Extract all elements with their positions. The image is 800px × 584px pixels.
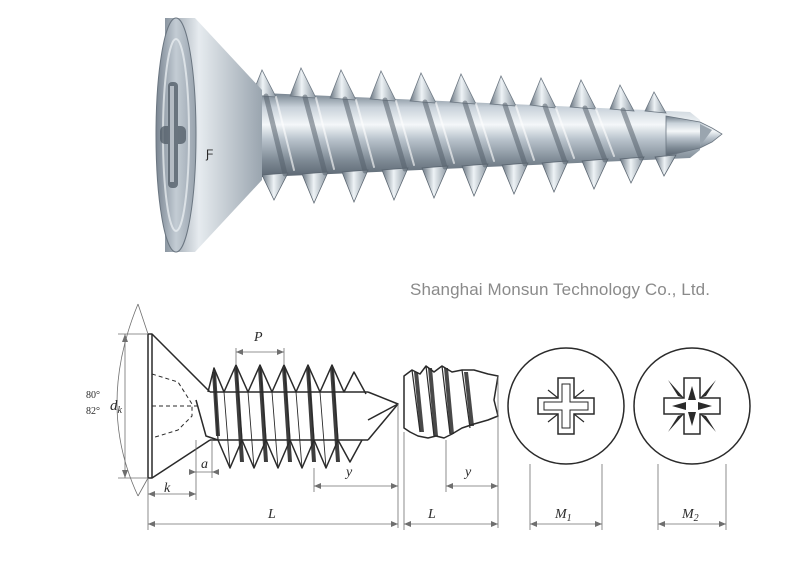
m1-label: M1 bbox=[554, 507, 572, 524]
L-label-right: L bbox=[427, 507, 436, 522]
dimension-arrows bbox=[122, 334, 726, 527]
L-label-left: L bbox=[267, 507, 276, 522]
k-label: k bbox=[164, 481, 171, 496]
angle-label-80: 80° bbox=[86, 390, 100, 401]
head-view-m1 bbox=[507, 347, 625, 465]
head-view-m2 bbox=[633, 347, 751, 465]
screw-photo: Ƒ bbox=[155, 17, 723, 253]
svg-text:Ƒ: Ƒ bbox=[205, 147, 213, 161]
a-label: a bbox=[201, 457, 208, 472]
screw-tip bbox=[665, 115, 723, 157]
pitch-label: P bbox=[253, 330, 263, 345]
drawing-lines bbox=[147, 333, 399, 479]
angle-label-82: 82° bbox=[86, 406, 100, 417]
thread-crests-top bbox=[251, 67, 667, 114]
thread-grooves bbox=[263, 93, 644, 177]
pozidriv-rays bbox=[668, 380, 716, 432]
m2-label: M2 bbox=[681, 507, 699, 524]
y-label-right: y bbox=[463, 465, 472, 480]
dimension-lines bbox=[116, 303, 727, 530]
thread-crests-bottom bbox=[261, 154, 677, 205]
company-name: Shanghai Monsun Technology Co., Ltd. bbox=[410, 280, 711, 299]
y-label-left: y bbox=[344, 465, 353, 480]
dk-label: dk bbox=[110, 398, 123, 416]
technical-drawing: 80° 82° dk P a k y y L L M1 M2 bbox=[86, 303, 751, 530]
variant-shank bbox=[403, 365, 499, 439]
